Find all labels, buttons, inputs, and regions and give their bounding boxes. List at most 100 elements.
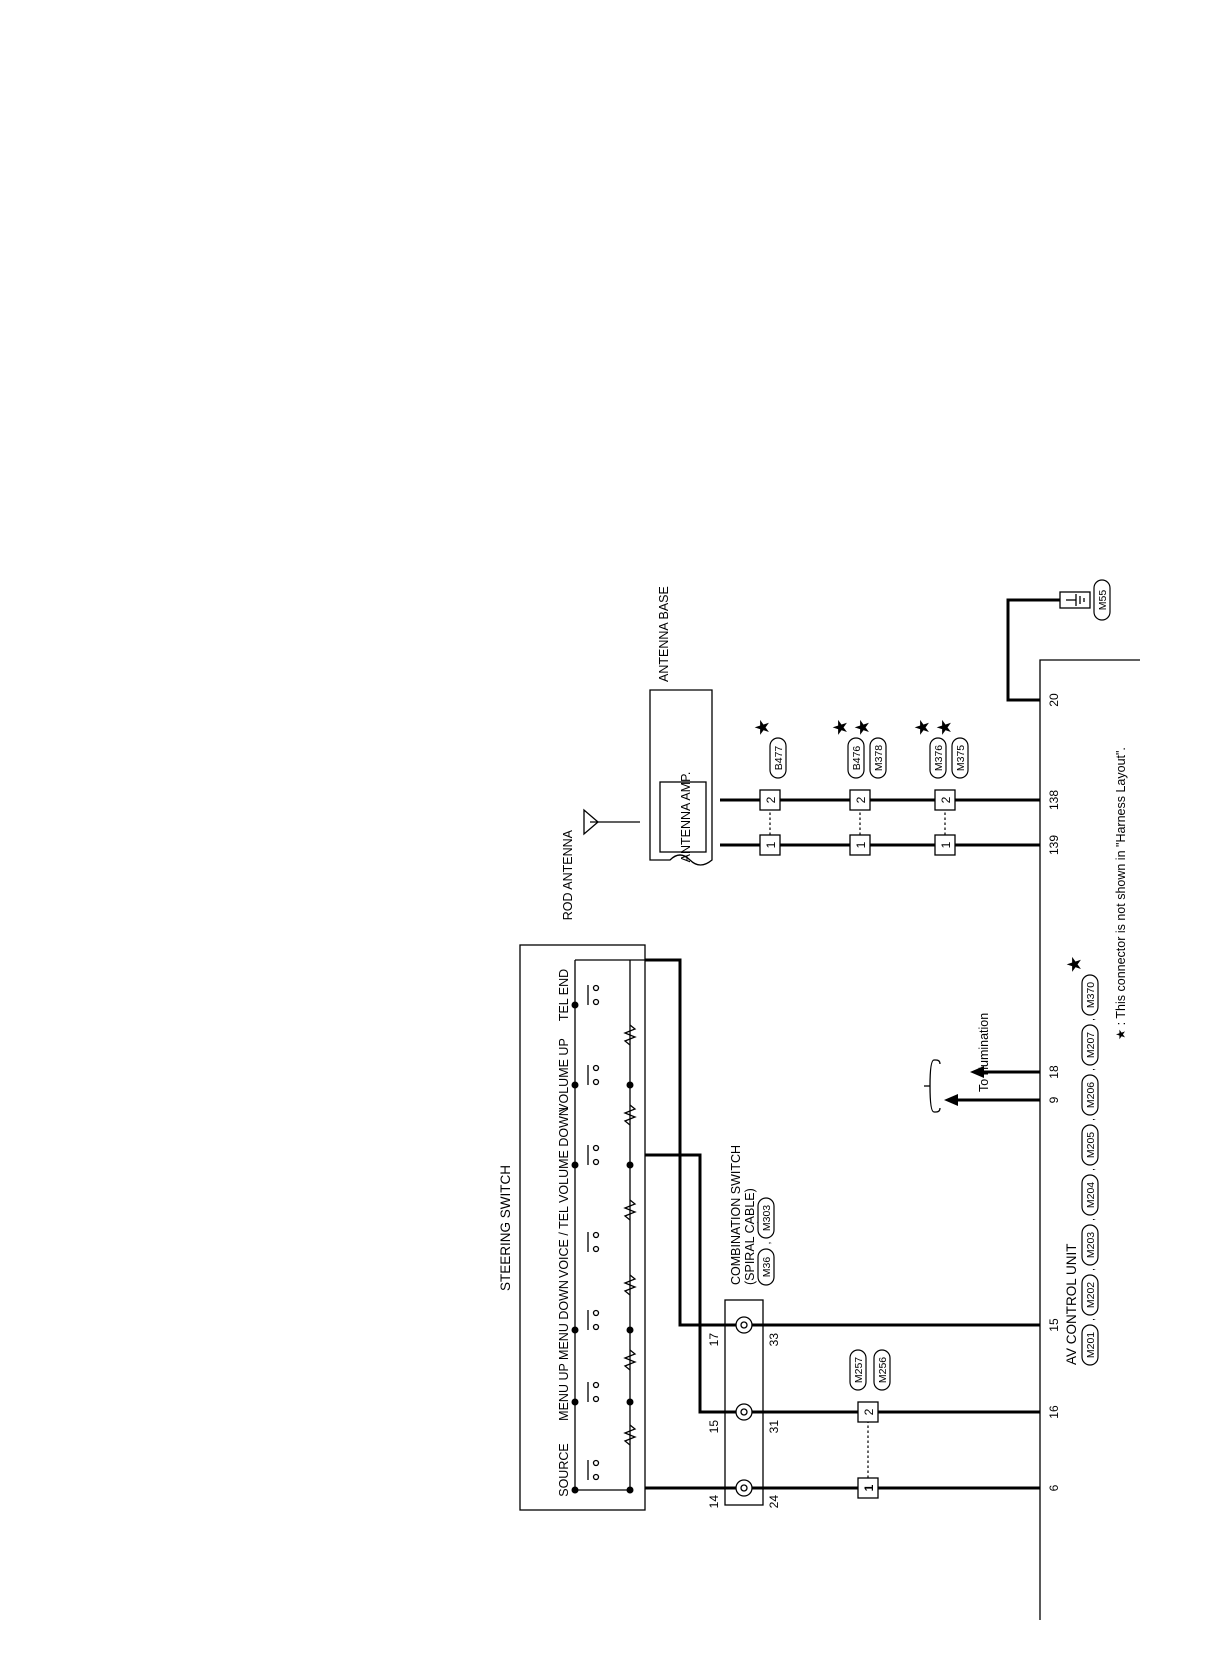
combination-switch-box — [724, 1299, 764, 1506]
combination-switch-label: COMBINATION SWITCH — [729, 1145, 743, 1285]
connector-m36 — [757, 1248, 775, 1286]
switch-source — [587, 1459, 600, 1481]
svg-text:2: 2 — [939, 796, 953, 803]
svg-text:,: , — [761, 1242, 773, 1245]
svg-text:,: , — [1085, 1168, 1097, 1171]
svg-text:M257: M257 — [853, 1357, 865, 1383]
svg-text:M370: M370 — [1085, 982, 1097, 1008]
switch-volume-up — [587, 1064, 600, 1086]
av-connector-list: M201 , M202 , M203 , M204 , M205 , M206 … — [1065, 956, 1099, 1366]
svg-text:M203: M203 — [1085, 1232, 1097, 1258]
svg-text:M201: M201 — [1085, 1332, 1097, 1358]
combo-pin-14: 14 — [707, 1495, 721, 1509]
av-pin-6: 6 — [1047, 1484, 1061, 1491]
av-pin-15: 15 — [1047, 1318, 1061, 1332]
switch-menu-up — [587, 1381, 600, 1403]
antenna-amp-label: ANTENNA AMP. — [679, 772, 693, 863]
antenna-base-box — [649, 689, 713, 866]
svg-text:B476: B476 — [851, 746, 863, 771]
svg-text:M204: M204 — [1085, 1182, 1097, 1208]
ground-symbol — [1059, 591, 1091, 609]
svg-text:1: 1 — [862, 1484, 876, 1491]
switch-tel-end — [587, 984, 600, 1006]
svg-text:★: ★ — [935, 719, 954, 735]
av-pin-18: 18 — [1047, 1065, 1061, 1079]
av-pin-139: 139 — [1047, 835, 1061, 855]
connector-m303 — [757, 1197, 775, 1239]
av-pin-9: 9 — [1047, 1096, 1061, 1103]
antenna-amp-box — [659, 781, 707, 853]
svg-text:★: ★ — [831, 719, 850, 735]
combo-pin-15: 15 — [707, 1420, 721, 1434]
svg-text:M376: M376 — [933, 745, 945, 771]
switch-voice-tel — [587, 1231, 600, 1253]
illumination-arrows — [924, 1059, 984, 1113]
svg-text:1: 1 — [939, 841, 953, 848]
connector-m378 — [869, 737, 887, 779]
switch-label-menu-down: MENU DOWN — [557, 1280, 571, 1360]
combo-pin-31: 31 — [767, 1420, 781, 1434]
svg-text:★: ★ — [913, 719, 932, 735]
combo-pin-17: 17 — [707, 1333, 721, 1347]
switch-label-menu-up: MENU UP — [557, 1363, 571, 1421]
svg-text:,: , — [1085, 1218, 1097, 1221]
svg-text:★: ★ — [1065, 956, 1084, 972]
svg-text:1: 1 — [764, 841, 778, 848]
switch-label-volume-up: VOLUME UP — [557, 1038, 571, 1112]
resistor-ladder — [623, 1024, 637, 1446]
switch-label-volume-down: VOLUME DOWN — [557, 1107, 571, 1203]
svg-text:1: 1 — [854, 841, 868, 848]
svg-text:M375: M375 — [955, 745, 967, 771]
connector-m257 — [849, 1349, 867, 1391]
switch-label-tel-end: TEL END — [557, 969, 571, 1021]
steering-switch-label: STEERING SWITCH — [498, 1165, 513, 1291]
switch-label-source: SOURCE — [557, 1443, 571, 1496]
svg-text:2: 2 — [862, 1408, 876, 1415]
connector-m376 — [929, 737, 947, 779]
svg-text:M202: M202 — [1085, 1282, 1097, 1308]
svg-text:,: , — [1085, 1268, 1097, 1271]
connector-b476 — [847, 737, 865, 779]
svg-text:B477: B477 — [773, 746, 785, 771]
spiral-cable-label: (SPIRAL CABLE) — [743, 1188, 757, 1285]
svg-text:★: ★ — [753, 719, 772, 735]
combo-pin-33: 33 — [767, 1333, 781, 1347]
combo-pin-24: 24 — [767, 1495, 781, 1509]
svg-text:2: 2 — [854, 796, 868, 803]
switch-menu-down — [587, 1309, 600, 1331]
svg-text:M207: M207 — [1085, 1032, 1097, 1058]
svg-text:,: , — [1085, 1068, 1097, 1071]
antenna-inline-connectors: 1 2 1 2 1 2 — [759, 789, 956, 856]
rod-antenna-symbol — [583, 808, 640, 836]
steering-switch-box — [519, 944, 646, 1511]
connector-m55 — [1093, 579, 1111, 621]
antenna-base-label: ANTENNA BASE — [657, 586, 671, 682]
av-pin-138: 138 — [1047, 790, 1061, 810]
svg-text:,: , — [1085, 1018, 1097, 1021]
av-pin-16: 16 — [1047, 1405, 1061, 1419]
svg-text:,: , — [1085, 1118, 1097, 1121]
av-pin-20: 20 — [1047, 693, 1061, 707]
connector-m256 — [873, 1349, 891, 1391]
connector-m375 — [951, 737, 969, 779]
rod-antenna-label: ROD ANTENNA — [561, 829, 575, 920]
svg-text:M36: M36 — [761, 1257, 773, 1278]
spiral-coils — [735, 1316, 753, 1497]
svg-text:M256: M256 — [877, 1357, 889, 1383]
switch-volume-down — [587, 1144, 600, 1166]
svg-text:★: ★ — [853, 719, 872, 735]
svg-text:M205: M205 — [1085, 1132, 1097, 1158]
switch-label-voice-tel: VOICE / TEL — [557, 1206, 571, 1278]
av-control-unit-outline — [1039, 659, 1140, 1620]
switch-contacts — [587, 984, 600, 1481]
connector-b477 — [769, 737, 787, 779]
svg-text:M206: M206 — [1085, 1082, 1097, 1108]
svg-text:M378: M378 — [873, 745, 885, 771]
to-illumination-label: To illumination — [977, 1013, 991, 1092]
svg-text:2: 2 — [764, 796, 778, 803]
svg-text:,: , — [1085, 1318, 1097, 1321]
svg-text:M303: M303 — [761, 1205, 773, 1231]
footnote: ★ : This connector is not shown in "Harn… — [1114, 747, 1128, 1040]
svg-text:M55: M55 — [1097, 590, 1109, 611]
